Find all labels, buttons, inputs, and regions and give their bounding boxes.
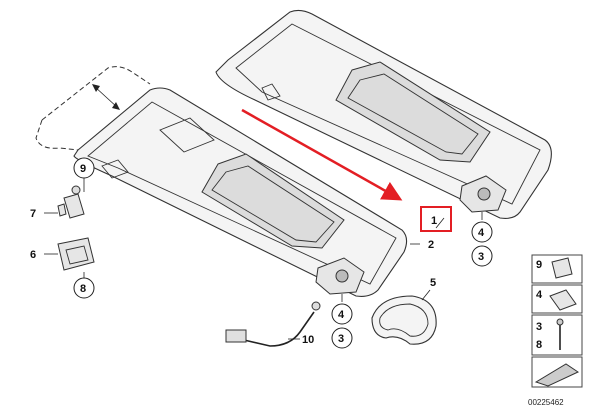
callout-10: 10	[302, 334, 314, 346]
svg-text:9: 9	[536, 259, 542, 271]
svg-text:9: 9	[80, 163, 86, 175]
callout-4-right: 4	[471, 221, 493, 243]
clip-part-6	[57, 237, 95, 271]
sun-visor-left	[73, 87, 408, 297]
callout-3-right: 3	[471, 245, 493, 267]
svg-text:10: 10	[302, 334, 314, 346]
callout-2: 2	[428, 239, 434, 251]
svg-text:4: 4	[338, 309, 345, 321]
callout-1: 1	[431, 215, 437, 227]
svg-text:4: 4	[478, 227, 485, 239]
svg-text:3: 3	[338, 333, 344, 345]
callout-3-left: 3	[331, 327, 353, 349]
callout-4-left: 4	[331, 303, 353, 325]
svg-text:6: 6	[30, 249, 36, 261]
svg-text:8: 8	[536, 339, 542, 351]
callout-7: 7	[30, 208, 36, 220]
callout-9: 9	[73, 157, 95, 179]
svg-text:5: 5	[430, 277, 436, 289]
mounting-bracket-left	[315, 257, 365, 295]
callout-8: 8	[73, 277, 95, 299]
callout-6: 6	[30, 249, 36, 261]
cover-part-5	[371, 295, 437, 345]
svg-text:2: 2	[428, 239, 434, 251]
sun-visor-right	[215, 9, 552, 219]
diagram-id-label: 00225462	[528, 398, 564, 407]
mounting-bracket-right	[459, 175, 507, 213]
svg-text:3: 3	[478, 251, 484, 263]
svg-text:3: 3	[536, 321, 542, 333]
visor-swing-outline	[35, 66, 151, 151]
callout-5: 5	[430, 277, 436, 289]
svg-text:1: 1	[431, 215, 437, 227]
svg-text:8: 8	[80, 283, 86, 295]
highlight-arrow	[241, 108, 403, 201]
bracket-part-7	[57, 185, 85, 219]
legend-panel: 9 4 3 8	[531, 254, 583, 388]
highlight-box	[420, 206, 452, 232]
cable-part-10	[225, 301, 321, 347]
svg-text:4: 4	[536, 289, 543, 301]
vanity-mirror-left	[201, 153, 345, 249]
svg-text:7: 7	[30, 208, 36, 220]
vanity-mirror-right	[335, 61, 491, 163]
